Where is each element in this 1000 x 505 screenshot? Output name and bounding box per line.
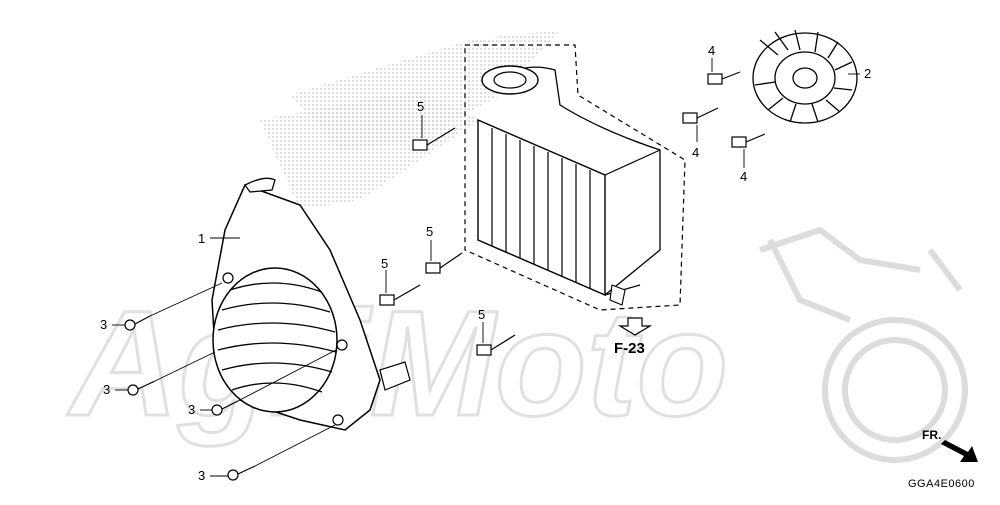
fan-cover (211, 177, 411, 431)
callout-4-a: 4 (708, 43, 716, 58)
watermark-text: AgriMoto (66, 279, 728, 447)
callout-3-b: 3 (103, 382, 111, 397)
callout-5-b: 5 (426, 224, 434, 239)
callout-4-c: 4 (740, 169, 748, 184)
reference-label[interactable]: F-23 (614, 340, 645, 357)
diagram-code: GGA4E0600 (908, 478, 975, 490)
shroud-bolt-3 (379, 284, 421, 306)
callout-5-a: 5 (417, 99, 425, 114)
cooling-fan (752, 29, 858, 124)
direction-label: FR. (922, 428, 942, 442)
shroud-bolt-2 (425, 252, 463, 274)
fan-bolt-mid (682, 107, 719, 124)
shroud-bolt-4 (476, 334, 516, 356)
callout-1: 1 (198, 231, 206, 246)
watermark-motorcycle (759, 226, 968, 463)
callout-3-d: 3 (198, 468, 206, 483)
radiator-assembly (464, 44, 686, 311)
front-direction-arrow (941, 440, 978, 462)
screw-4 (227, 465, 256, 481)
leader-lines (112, 58, 860, 477)
callout-3-a: 3 (100, 317, 108, 332)
fan-bolt-top (707, 71, 741, 85)
callout-3-c: 3 (188, 402, 196, 417)
background-logo-wing (260, 30, 560, 210)
callout-4-b: 4 (692, 145, 700, 160)
fan-bolt-low (731, 133, 766, 148)
shroud-bolt-1 (412, 127, 456, 151)
callout-5-c: 5 (381, 256, 389, 271)
callout-5-d: 5 (478, 307, 486, 322)
callout-2: 2 (864, 66, 872, 81)
reference-arrow (617, 317, 653, 336)
